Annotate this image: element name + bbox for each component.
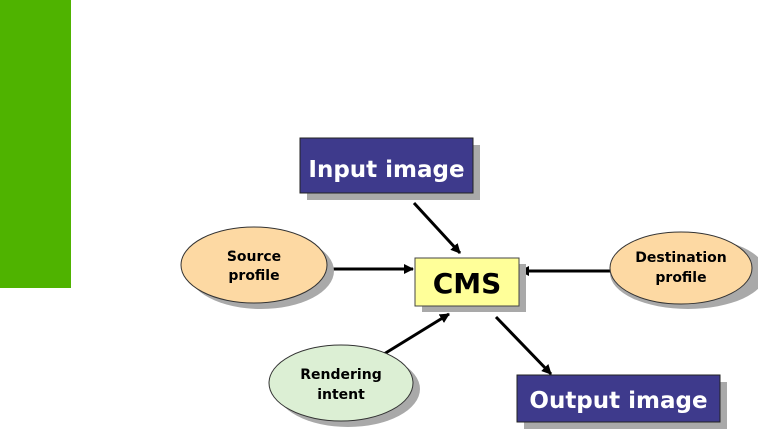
input-image-label: Input image (308, 157, 464, 183)
output-image-node: Output image (516, 374, 727, 429)
output-image-label: Output image (529, 388, 707, 414)
destination-profile-line-1: Destination (635, 250, 726, 266)
input-image-node: Input image (299, 137, 480, 200)
rendering-intent-line-2: intent (317, 387, 365, 403)
side-accent-bar (0, 0, 71, 288)
source-profile-line-1: Source (227, 249, 281, 265)
rendering-intent-node: Rendering intent (268, 344, 420, 427)
rendering-intent-line-1: Rendering (300, 367, 381, 383)
arrow-rendering-to-cms (383, 312, 450, 356)
destination-profile-line-2: profile (655, 270, 706, 286)
source-profile-line-2: profile (228, 268, 279, 284)
arrow-cms-to-output (494, 315, 553, 376)
arrow-input-to-cms (412, 201, 462, 255)
cms-label: CMS (433, 267, 502, 300)
destination-profile-node: Destination profile (609, 231, 758, 309)
cms-node: CMS (414, 257, 526, 312)
source-profile-node: Source profile (180, 226, 334, 309)
